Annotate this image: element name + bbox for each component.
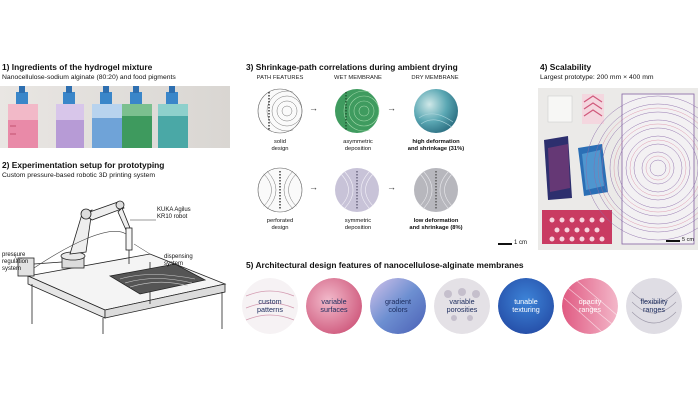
pressure-regulation-label: pressure regulation system: [2, 252, 29, 272]
arrow-row2-b: →: [387, 182, 396, 192]
syringe-violet: [56, 86, 84, 148]
col-path-features: PATH FEATURES: [256, 75, 304, 81]
scale-label-5cm: 5 cm: [682, 237, 694, 243]
hydrogel-syringes-photo: [0, 86, 230, 148]
flexibility-ranges-swatch: [626, 278, 682, 334]
syringe-green: [122, 86, 152, 148]
medium-violet-prototype: [544, 136, 572, 200]
section4-title: 4) Scalability: [540, 62, 592, 72]
col-wet-membrane: WET MEMBRANE: [334, 75, 382, 81]
scale-label-1cm: 1 cm: [514, 240, 528, 246]
syringe-blue: [92, 86, 122, 148]
scalability-prototypes-photo: [538, 88, 698, 250]
section3-title: 3) Shrinkage-path correlations during am…: [246, 62, 458, 72]
high-deformation-dry-membrane-circle: [414, 89, 458, 133]
col-dry-membrane: DRY MEMBRANE: [411, 75, 459, 81]
tunable-texturing-swatch: [498, 278, 554, 334]
syringe-pink: [8, 86, 38, 148]
solid-design-path-circle: [257, 88, 303, 134]
syringe-teal: [158, 86, 188, 148]
robot-label: KUKA Agilus KR10 robot: [157, 207, 191, 220]
pink-perforated-prototype: [542, 210, 612, 244]
robotic-printing-setup-illustration: [13, 200, 227, 334]
section4-subtitle: Largest prototype: 200 mm × 400 mm: [540, 74, 654, 81]
low-deformation-dry-membrane-circle: [414, 168, 458, 212]
section1-title: 1) Ingredients of the hydrogel mixture: [2, 62, 153, 72]
opacity-ranges-swatch: [562, 278, 618, 334]
arrow-row2-a: →: [309, 182, 318, 192]
gradient-colors-swatch: [370, 278, 426, 334]
dispensing-system-label: dispensing system: [164, 254, 193, 267]
symmetric-wet-membrane-circle: [335, 168, 379, 212]
section5-title: 5) Architectural design features of nano…: [246, 260, 524, 270]
arrow-row1-a: →: [309, 103, 318, 113]
custom-patterns-swatch: [242, 278, 298, 334]
large-prototype-200x400: [585, 93, 698, 245]
asymmetric-wet-membrane-circle: [335, 89, 380, 133]
section2-title: 2) Experimentation setup for prototyping: [2, 160, 165, 170]
section1-subtitle: Nanocellulose-sodium alginate (80:20) an…: [2, 74, 176, 81]
arrow-row1-b: →: [387, 103, 396, 113]
perforated-design-path-circle: [257, 167, 303, 213]
scale-bar-1cm: [498, 243, 512, 245]
variable-surfaces-swatch: [306, 278, 362, 334]
small-chevron-prototype: [582, 94, 604, 124]
variable-porosities-swatch: [434, 278, 490, 334]
section2-subtitle: Custom pressure-based robotic 3D printin…: [2, 172, 155, 179]
